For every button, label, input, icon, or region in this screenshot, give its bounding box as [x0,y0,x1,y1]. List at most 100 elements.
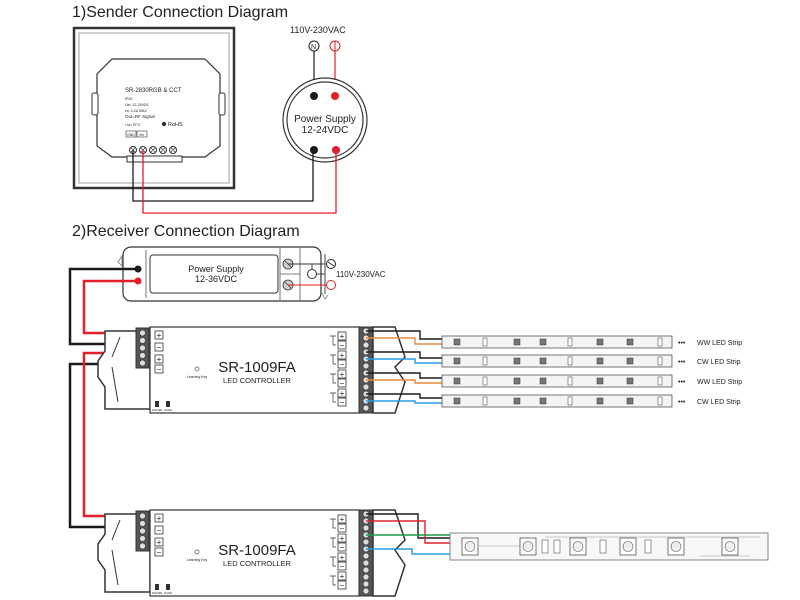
resistor-icon [657,337,663,347]
led-chip-icon [539,377,547,385]
led-chip-icon [539,357,547,365]
led-chip-icon [596,397,604,405]
receiver-title: 2)Receiver Connection Diagram [72,223,300,240]
led-chip-icon [596,357,604,365]
receiver-ac-label: 110V-230VAC [336,270,386,279]
sender-ac-label: 110V-230VAC [290,25,346,35]
svg-text:−: − [340,581,345,590]
strip-wire-negative [366,358,447,364]
strip-body [441,354,673,368]
slave-switch [166,401,170,407]
resistor-icon [657,396,663,406]
strip-wire-positive [366,372,447,379]
sender-wire-vin [142,150,337,214]
led-chip-icon [626,338,634,346]
resistor-icon [644,539,652,554]
led-strip-3: •••WW LED Strip [366,372,742,388]
resistor-icon [482,396,488,406]
strip-wire-positive [366,393,447,399]
sender-temp: • ta=75°C [125,123,141,127]
strip-body [441,394,673,408]
led-chip-icon [453,357,461,365]
svg-text:+: + [340,553,345,562]
svg-text:−: − [340,543,345,552]
svg-text:+: + [157,538,162,547]
sender-wire-gnd [132,150,314,202]
led-chip-icon [453,377,461,385]
led-chip-icon [513,338,521,346]
svg-text:−: − [157,548,162,557]
rgb-wire-1 [366,513,452,539]
sender-model: SR-2830RGB & CCT [125,88,182,94]
controller-subtitle: LED CONTROLLER [223,376,292,385]
led-chip-icon [539,397,547,405]
resistor-icon [567,396,573,406]
svg-text:−: − [340,379,345,388]
resistor-icon [541,539,549,554]
resistor-icon [482,356,488,366]
svg-text:−: − [157,365,162,374]
svg-text:+: + [157,514,162,523]
resistor-icon [553,539,561,554]
led-chip-icon [596,338,604,346]
led-chip-icon [626,397,634,405]
strip-continues-ellipsis: ••• [678,399,686,406]
sender-spec-4: Out=RF Signal [125,114,155,119]
resistor-icon [567,337,573,347]
led-strip-1: •••WW LED Strip [366,330,742,349]
controller-model: SR-1009FA [218,359,296,376]
learning-key-label: Learning Key [187,375,208,379]
svg-text:+: + [340,534,345,543]
strip-wire-negative [366,337,447,345]
svg-text:−: − [157,526,162,535]
svg-text:+: + [340,370,345,379]
led-chip-icon [453,338,461,346]
strip-label: CW LED Strip [697,399,741,406]
sender-power-supply: 110V-230VAC N Power Supply 12-24VDC [282,25,368,163]
led-chip-icon [539,338,547,346]
live-symbol-icon [326,280,336,290]
rgb-strip-body [449,532,769,561]
svg-text:+: + [340,515,345,524]
resistor-icon [482,376,488,386]
learning-key-button [194,366,200,372]
svg-text:+: + [340,572,345,581]
learning-key-button [194,549,200,555]
svg-text:−: − [340,562,345,571]
led-chip-icon [513,377,521,385]
strip-label: WW LED Strip [697,340,742,347]
led-chip-icon [513,397,521,405]
sender-device: SR-2830RGB & CCT IP20 Uin: 12-24VDC Iin:… [91,58,226,163]
rgb-led-strip [366,513,769,561]
neutral-symbol: N [311,44,316,51]
strip-wire-negative [366,400,447,404]
svg-text:−: − [340,341,345,350]
resistor-icon [567,356,573,366]
led-strip-2: •••CW LED Strip [366,351,741,368]
svg-text:+: + [340,332,345,341]
resistor-icon [567,376,573,386]
strip-wire-positive [366,330,447,340]
terminal-vin-label: Vin [139,133,144,137]
resistor-icon [599,539,607,554]
rohs-icon [161,121,167,127]
receiver-ps-line2: 12-36VDC [195,274,238,284]
receiver-power-supply: Power Supply 12-36VDC 110V-230VAC [117,246,386,302]
rgb-wire-2 [366,520,452,544]
controller-body [149,326,361,414]
led-chip-icon [596,377,604,385]
receiver-ps-line1: Power Supply [188,264,244,274]
resistor-icon [657,376,663,386]
controller-subtitle: LED CONTROLLER [223,559,292,568]
resistor-icon [657,356,663,366]
strip-wire-positive [366,351,447,359]
sender-spec-3: Iin: 0.2A MAX [125,109,147,113]
svg-text:+: + [340,389,345,398]
strip-label: CW LED Strip [697,359,741,366]
sender-spec-1: IP20 [125,97,132,101]
strip-continues-ellipsis: ••• [678,379,686,386]
sender-ps-line1: Power Supply [294,114,356,125]
strip-body [441,374,673,388]
